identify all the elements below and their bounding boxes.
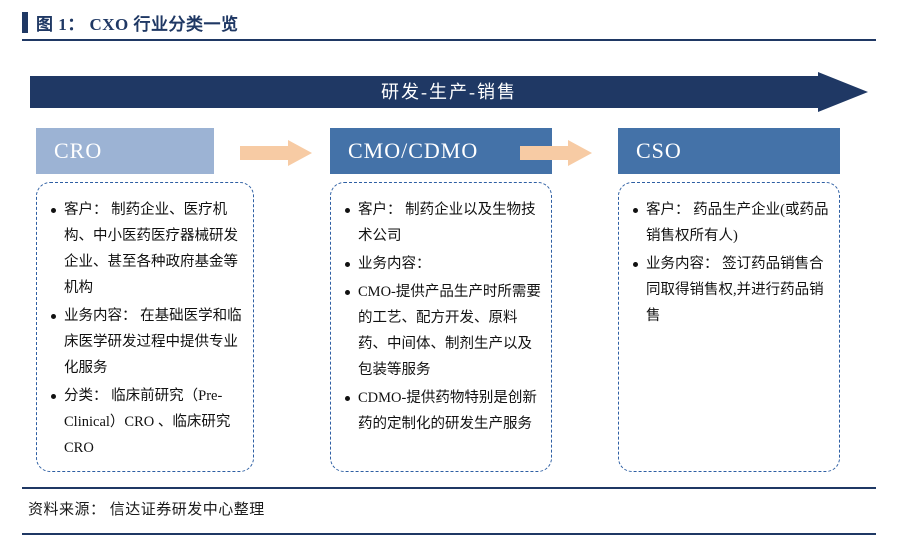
- process-banner: 研发-生产-销售: [30, 72, 868, 112]
- bullet-list-cro: 客户： 制药企业、医疗机构、中小医药医疗器械研发企业、甚至各种政府基金等机构 业…: [49, 197, 243, 461]
- list-item: 业务内容：: [343, 251, 541, 277]
- column-header-cmo-cdmo: CMO/CDMO: [330, 128, 552, 174]
- column-cmo-cdmo: CMO/CDMO 客户： 制药企业以及生物技术公司 业务内容： CMO-提供产品…: [330, 128, 552, 472]
- bullet-list-cso: 客户： 药品生产企业(或药品销售权所有人) 业务内容： 签订药品销售合同取得销售…: [631, 197, 829, 329]
- column-body-cro: 客户： 制药企业、医疗机构、中小医药医疗器械研发企业、甚至各种政府基金等机构 业…: [36, 182, 254, 472]
- list-item: 分类： 临床前研究（Pre-Clinical）CRO 、临床研究CRO: [49, 383, 243, 461]
- column-body-cso: 客户： 药品生产企业(或药品销售权所有人) 业务内容： 签订药品销售合同取得销售…: [618, 182, 840, 472]
- banner-label: 研发-生产-销售: [381, 82, 517, 102]
- arrow-cmo-to-cso: [520, 140, 592, 166]
- list-item: 业务内容： 在基础医学和临床医学研发过程中提供专业化服务: [49, 303, 243, 381]
- title-accent-mark: [22, 12, 28, 33]
- column-cso: CSO 客户： 药品生产企业(或药品销售权所有人) 业务内容： 签订药品销售合同…: [618, 128, 840, 472]
- bullet-list-cmo-cdmo: 客户： 制药企业以及生物技术公司 业务内容： CMO-提供产品生产时所需要的工艺…: [343, 197, 541, 437]
- footer-divider-bottom: [22, 533, 876, 535]
- figure-title-bar: 图 1： CXO 行业分类一览: [22, 10, 239, 35]
- list-item: CMO-提供产品生产时所需要的工艺、配方开发、原料药、中间体、制剂生产以及包装等…: [343, 279, 541, 383]
- list-item: 客户： 制药企业、医疗机构、中小医药医疗器械研发企业、甚至各种政府基金等机构: [49, 197, 243, 301]
- list-item: 客户： 制药企业以及生物技术公司: [343, 197, 541, 249]
- footer-divider-top: [22, 487, 876, 489]
- column-header-cro: CRO: [36, 128, 214, 174]
- arrow-icon: [520, 140, 592, 166]
- banner-arrow-shape: [30, 72, 868, 112]
- column-cro: CRO 客户： 制药企业、医疗机构、中小医药医疗器械研发企业、甚至各种政府基金等…: [36, 128, 254, 472]
- title-divider: [22, 39, 876, 41]
- list-item: CDMO-提供药物特别是创新药的定制化的研发生产服务: [343, 385, 541, 437]
- column-header-cso: CSO: [618, 128, 840, 174]
- column-body-cmo-cdmo: 客户： 制药企业以及生物技术公司 业务内容： CMO-提供产品生产时所需要的工艺…: [330, 182, 552, 472]
- list-item: 业务内容： 签订药品销售合同取得销售权,并进行药品销售: [631, 251, 829, 329]
- source-note: 资料来源： 信达证券研发中心整理: [28, 502, 265, 518]
- arrow-icon: [240, 140, 312, 166]
- page-title: 图 1： CXO 行业分类一览: [36, 15, 239, 34]
- list-item: 客户： 药品生产企业(或药品销售权所有人): [631, 197, 829, 249]
- arrow-cro-to-cmo: [240, 140, 312, 166]
